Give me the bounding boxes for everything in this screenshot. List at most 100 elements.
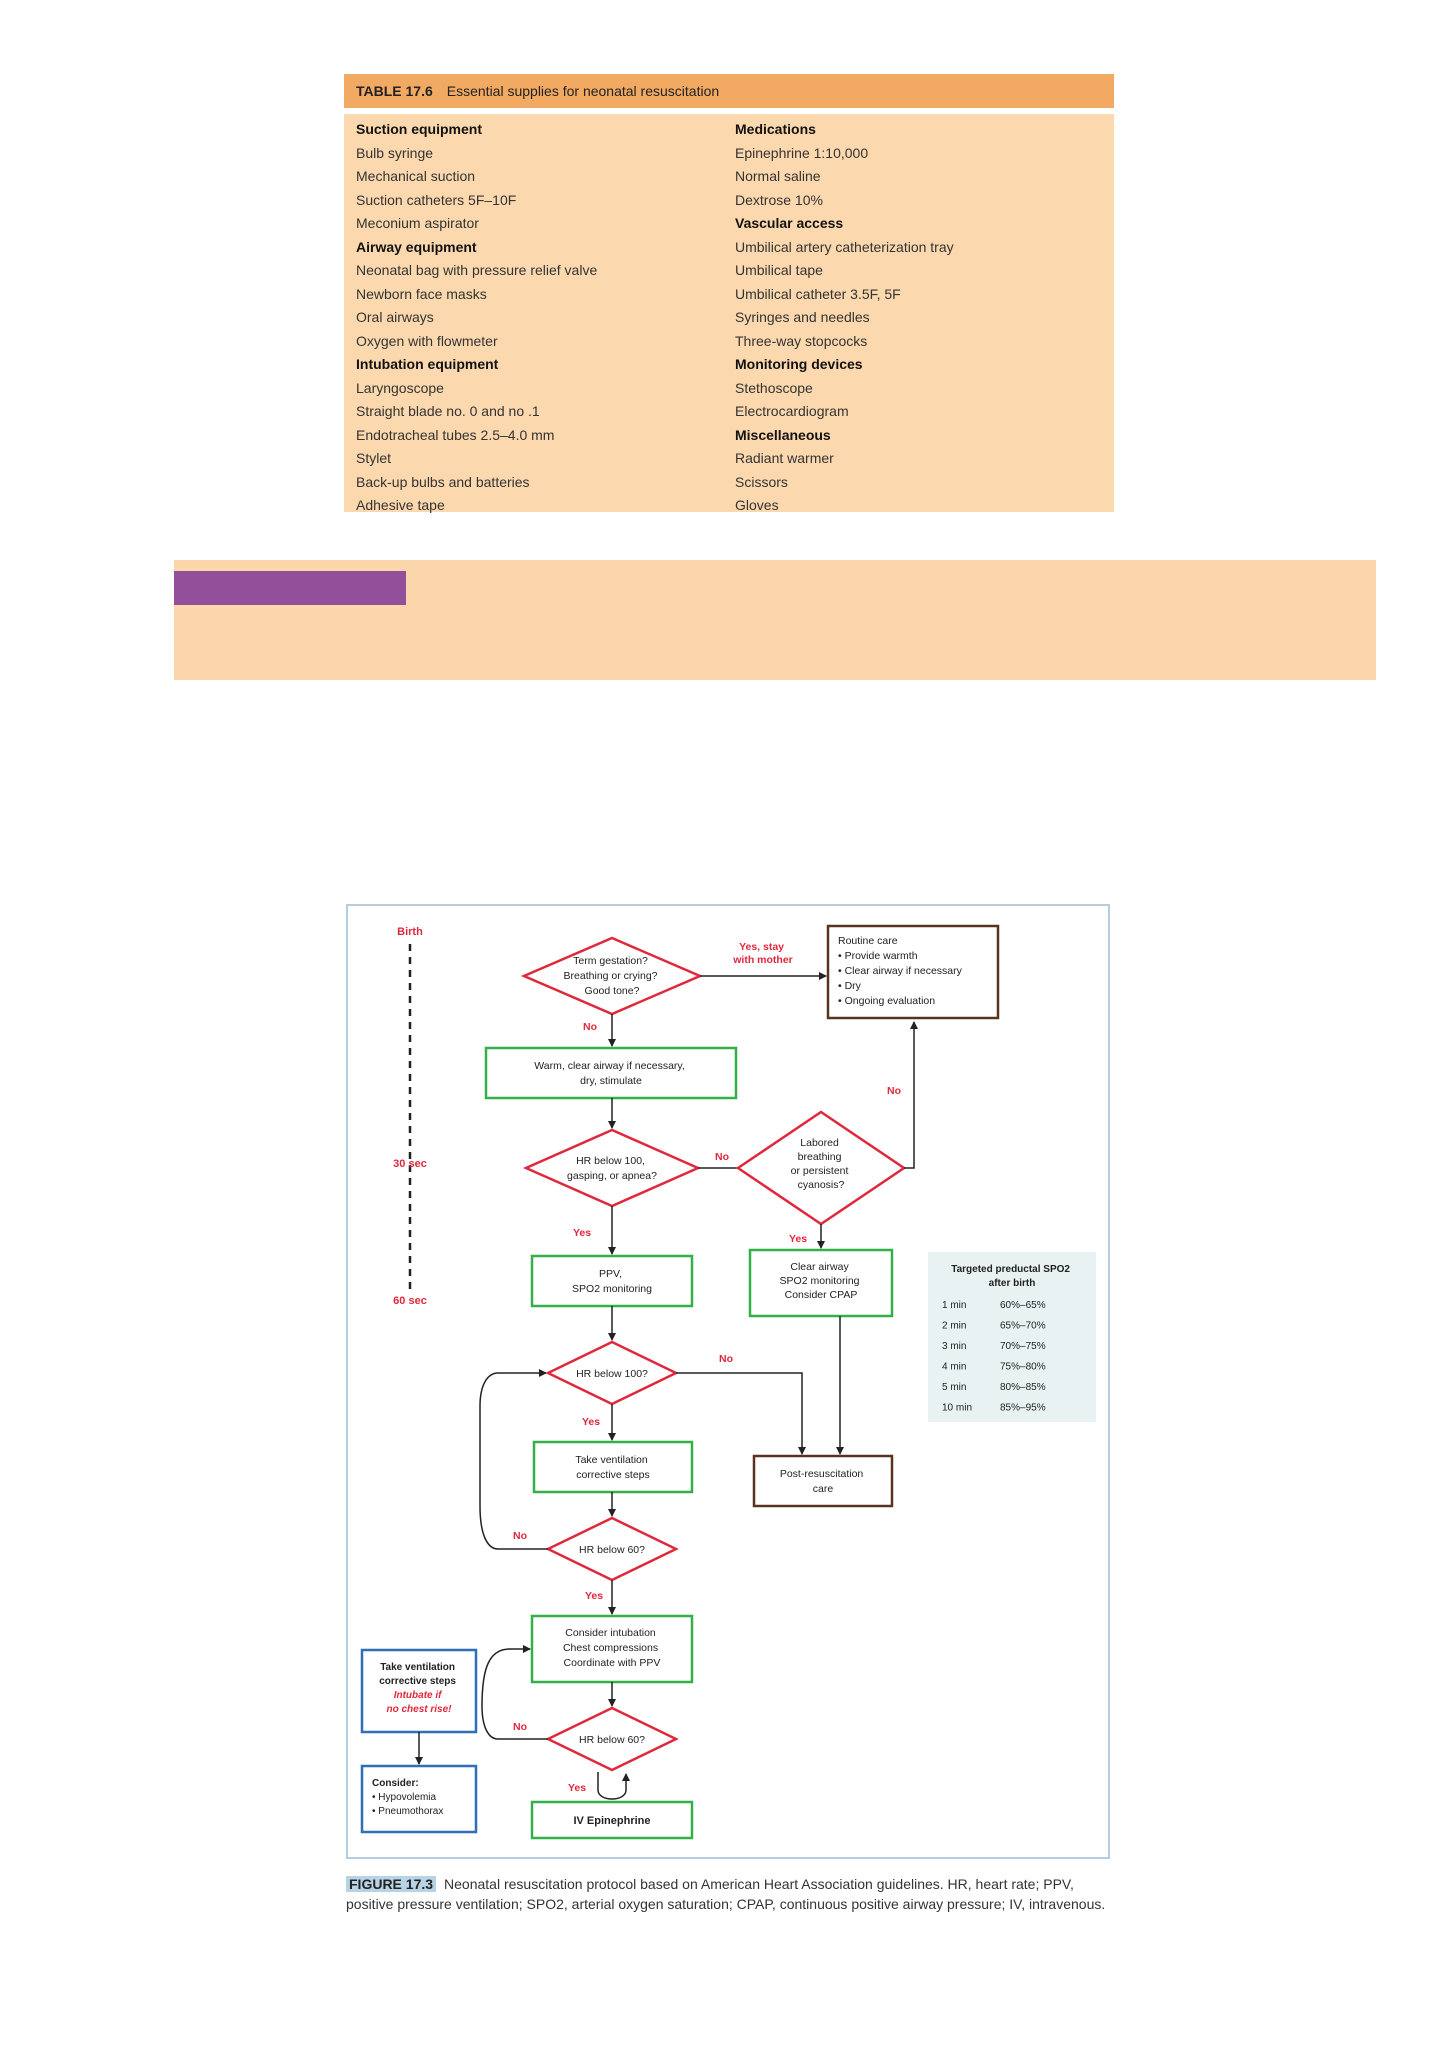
figure-number: FIGURE 17.3 — [346, 1876, 437, 1892]
warm-line1: Warm, clear airway if necessary, — [534, 1060, 685, 1072]
decision-hr100-gasp-text: HR below 100, gasping, or apnea? — [567, 1155, 657, 1182]
decision-hr100-gasp-line1: HR below 100, — [576, 1155, 645, 1167]
table-item: Newborn face masks — [356, 285, 487, 302]
spo2-title-1: Targeted preductal SPO2 — [951, 1264, 1070, 1275]
table-item: Radiant warmer — [735, 450, 834, 466]
table-section-heading: Monitoring devices — [735, 356, 863, 372]
decision-hr-below-60-second — [545, 1706, 679, 1772]
spo2-title: Targeted preductal SPO2 after birth — [951, 1264, 1073, 1289]
decision-hr60b-text: HR below 60? — [579, 1734, 645, 1746]
routine-care-item: • Ongoing evaluation — [838, 995, 935, 1007]
side-take-line1: Take ventilation — [380, 1662, 455, 1673]
decision-term-line2: Breathing or crying? — [564, 970, 658, 982]
table-item: Oral airways — [356, 309, 434, 325]
timeline-60sec: 60 sec — [393, 1295, 427, 1307]
table-number: TABLE 17.6 — [356, 83, 433, 99]
table-item: Straight blade no. 0 and no .1 — [356, 403, 540, 419]
side-take-text: Take ventilation corrective steps Intuba… — [379, 1662, 459, 1715]
label-no-5: No — [513, 1530, 527, 1542]
spo2-range: 85%–95% — [1000, 1403, 1046, 1414]
routine-care-item: • Dry — [838, 980, 862, 992]
routine-care-item: • Provide warmth — [838, 950, 918, 962]
routine-care-item: • Clear airway if necessary — [838, 965, 963, 977]
takevent-text: Take ventilation corrective steps — [575, 1454, 650, 1481]
figure-caption-text: Neonatal resuscitation protocol based on… — [346, 1876, 1106, 1912]
table-item: Laryngoscope — [356, 379, 444, 396]
decision-hr100-text: HR below 100? — [576, 1368, 648, 1380]
box-side-consider — [360, 1764, 478, 1834]
table-item: Epinephrine 1:10,000 — [735, 144, 869, 161]
arrow-hr60-loop-to-hr100 — [479, 1369, 548, 1550]
decision-labored-line1: Labored — [800, 1137, 839, 1149]
routine-care-text: Routine care — [838, 935, 898, 947]
decision-term-text: Term gestation? Breathing or crying? Goo… — [564, 955, 661, 997]
table-section-heading: Airway equipment — [356, 238, 477, 255]
spo2-target-table — [928, 1252, 1096, 1422]
post-line1: Post-resuscitation — [780, 1468, 864, 1480]
table-item: Umbilical artery catheterization tray — [735, 238, 954, 255]
table-item: Suction catheters 5F–10F — [356, 191, 517, 208]
box-take-ventilation — [532, 1440, 694, 1494]
label-no-4: No — [719, 1353, 733, 1365]
label-yes-stay-1: Yes, stay — [739, 941, 784, 953]
label-yes-3: Yes — [582, 1416, 600, 1428]
table-item: Meconium aspirator — [356, 215, 479, 231]
table-section-heading: Miscellaneous — [735, 426, 831, 443]
spo2-time: 10 min — [942, 1403, 972, 1414]
ppv-line1: PPV, — [599, 1268, 622, 1280]
consider-item: • Hypovolemia — [372, 1792, 437, 1803]
warm-line2: dry, stimulate — [580, 1075, 642, 1087]
supplies-table: TABLE 17.6 Essential supplies for neonat… — [344, 74, 1114, 513]
post-line2: care — [813, 1483, 834, 1495]
consider-title: Consider: — [372, 1778, 419, 1789]
table-item: Three-way stopcocks — [735, 332, 868, 349]
table-item: Adhesive tape — [356, 497, 445, 513]
label-yes-5: Yes — [568, 1782, 586, 1794]
arrow-hr60b-loop-to-intub — [481, 1645, 548, 1740]
intub-text: Consider intubation Chest compressions C… — [563, 1627, 661, 1669]
table-item: Gloves — [735, 497, 779, 513]
consider-items: • Hypovolemia • Pneumothorax — [372, 1792, 443, 1817]
decision-labored-text: Labored breathing or persistent cyanosis… — [791, 1137, 852, 1191]
box-intubation — [530, 1614, 694, 1684]
spo2-range: 70%–75% — [1000, 1341, 1046, 1352]
arrow-hr100-to-post — [676, 1372, 806, 1455]
spo2-time: 3 min — [942, 1341, 966, 1352]
ppv-text: PPV, SPO2 monitoring — [572, 1268, 652, 1295]
takevent-line1: Take ventilation — [575, 1454, 648, 1466]
intub-line1: Consider intubation — [565, 1627, 656, 1639]
timeline-birth: Birth — [397, 926, 423, 938]
box-warm-stimulate — [484, 1046, 738, 1100]
table-item: Umbilical catheter 3.5F, 5F — [735, 285, 901, 302]
spo2-time: 2 min — [942, 1321, 966, 1332]
spo2-title-2: after birth — [989, 1278, 1036, 1289]
table-item: Scissors — [735, 473, 788, 490]
box-iv-epinephrine — [530, 1800, 694, 1840]
table-item: Electrocardiogram — [735, 403, 849, 419]
table-item: Endotracheal tubes 2.5–4.0 mm — [356, 426, 555, 443]
table-item: Oxygen with flowmeter — [356, 332, 498, 349]
arrow-labored-to-routine — [904, 1021, 918, 1169]
decision-hr60a-text: HR below 60? — [579, 1544, 645, 1556]
decision-labored-line2: breathing — [798, 1151, 842, 1163]
clear-line3: Consider CPAP — [785, 1289, 858, 1301]
table-item: Neonatal bag with pressure relief valve — [356, 262, 598, 278]
consider-item: • Pneumothorax — [372, 1806, 443, 1817]
table-item: Dextrose 10% — [735, 191, 823, 208]
table-item: Normal saline — [735, 168, 821, 184]
table-item: Back-up bulbs and batteries — [356, 473, 530, 490]
clear-text: Clear airway SPO2 monitoring Consider CP… — [780, 1261, 863, 1301]
decision-hr100-gasping — [522, 1128, 702, 1208]
decision-term-line1: Term gestation? — [573, 955, 648, 967]
section-tab — [174, 571, 406, 605]
table-item: Umbilical tape — [735, 262, 823, 278]
spo2-range: 80%–85% — [1000, 1382, 1046, 1393]
routine-care-items: • Provide warmth • Clear airway if necess… — [838, 950, 963, 1007]
clear-line2: SPO2 monitoring — [780, 1275, 860, 1287]
consider-title-text: Consider: — [372, 1778, 419, 1789]
ppv-line2: SPO2 monitoring — [572, 1283, 652, 1295]
